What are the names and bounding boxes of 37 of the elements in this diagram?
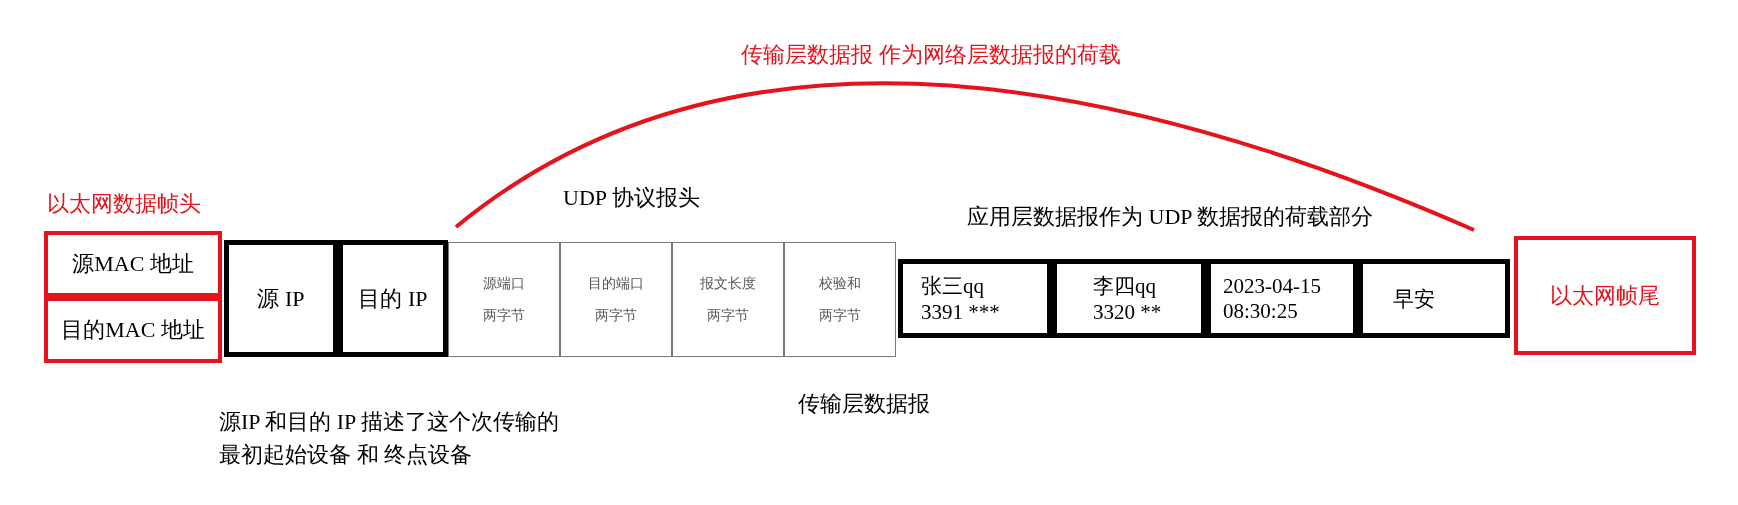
header-field-cell — [448, 242, 560, 357]
data-text: 张三qq — [921, 273, 984, 300]
data-cell — [898, 259, 1052, 338]
data-text: 08:30:25 — [1223, 298, 1298, 324]
section-label: 以太网数据帧头 — [47, 190, 201, 218]
trailer-label: 以太网帧尾 — [1550, 281, 1660, 310]
header-field-cell — [672, 242, 784, 357]
field-cell — [44, 297, 222, 363]
trailer-box — [1514, 236, 1696, 355]
field-label: 两字节 — [595, 306, 637, 325]
section-label: 传输层数据报 — [798, 390, 930, 418]
annotation-text: 应用层数据报作为 UDP 数据报的荷载部分 — [967, 203, 1374, 231]
field-cell — [44, 231, 222, 297]
field-label: 目的端口 — [588, 274, 644, 293]
data-text: 李四qq — [1093, 273, 1156, 300]
data-text: 早安 — [1393, 285, 1435, 313]
annotation-text: 源IP 和目的 IP 描述了这个次传输的最初起始设备 和 终点设备 — [219, 408, 560, 469]
data-text: 3391 *** — [921, 300, 1000, 325]
field-label: 两字节 — [483, 306, 525, 325]
field-label: 两字节 — [707, 306, 749, 325]
field-cell — [224, 240, 338, 357]
annotation-text: 传输层数据报 作为网络层数据报的荷载 — [741, 41, 1121, 69]
field-label: 两字节 — [819, 306, 861, 325]
data-text: 3320 ** — [1093, 300, 1162, 325]
field-label: 校验和 — [819, 274, 861, 293]
field-label: 报文长度 — [700, 274, 756, 293]
section-label: UDP 协议报头 — [563, 184, 700, 212]
field-cell — [338, 240, 448, 357]
field-label: 目的MAC 地址 — [61, 316, 205, 344]
field-label: 源端口 — [483, 274, 525, 293]
field-label: 源 IP — [257, 284, 305, 313]
field-label: 源MAC 地址 — [72, 250, 194, 278]
data-cell — [1358, 259, 1510, 338]
header-field-cell — [560, 242, 672, 357]
data-text: 2023-04-15 — [1223, 273, 1321, 299]
header-field-cell — [784, 242, 896, 357]
field-label: 目的 IP — [358, 284, 428, 313]
